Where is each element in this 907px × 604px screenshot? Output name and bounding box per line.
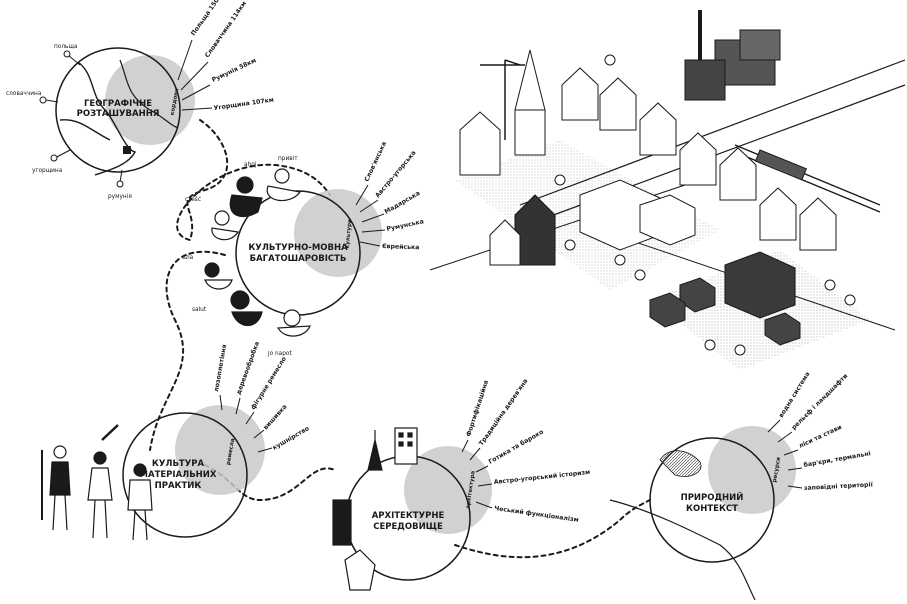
river-line [609, 499, 756, 601]
railway [734, 144, 881, 206]
neighbor-label: польща [54, 44, 78, 50]
greeting-label: ahoj [244, 162, 257, 168]
neighbor-label: словаччина [6, 91, 42, 97]
material-spoke-label: кушнірство [271, 424, 311, 451]
house [759, 187, 797, 241]
small-shed [649, 292, 686, 328]
house [459, 111, 501, 176]
church [514, 49, 546, 111]
material-title-line: КУЛЬТУРА [152, 459, 205, 469]
greeting-label: salut [192, 307, 207, 313]
material-spoke-label: фігурне ремесло [249, 355, 288, 411]
material-spoke-label: вишивка [262, 403, 288, 431]
culture-spoke-label: Єврейська [382, 242, 420, 251]
craftspeople-illustration [41, 424, 153, 541]
tree [734, 344, 746, 356]
train [754, 149, 808, 181]
house [719, 147, 757, 201]
geo-spoke-label: Румунія 58км [210, 56, 257, 84]
dashed-connector [149, 119, 651, 559]
geo-border-line [119, 59, 179, 129]
geo-spoke-label: Угорщина 107км [213, 97, 274, 112]
greeting-label: привіт [278, 156, 298, 162]
tree [844, 294, 856, 306]
greeting-label: szia [182, 255, 194, 261]
architecture-spoke-label: Фортифікаційна [464, 379, 490, 437]
architecture-spoke-label: Готика та бароко [487, 428, 545, 466]
material-title-line: ПРАКТИК [155, 481, 202, 491]
material-spoke-label: деревообробка [234, 340, 261, 395]
geo-badge: кордони [170, 88, 181, 116]
architecture-title-line: СЕРЕДОВИЩЕ [373, 522, 443, 532]
architecture-spoke-label: Чеський функціоналізм [494, 504, 579, 524]
road [519, 59, 906, 206]
culture-spoke-label: Румунська [386, 218, 425, 233]
road [429, 179, 701, 271]
material-accent-circle [175, 405, 265, 495]
city-illustration [429, 10, 906, 370]
geo-group: ГЕОГРАФІЧНЕ РОЗТАШУВАННЯ кордони Польща … [6, 0, 274, 200]
factory-building [684, 59, 726, 101]
nature-title-line: КОНТЕКСТ [686, 504, 738, 514]
geo-main-circle [55, 47, 181, 173]
house [799, 197, 837, 251]
house [489, 219, 521, 266]
nature-spoke-label: бар'єри, термальні [803, 449, 871, 469]
culture-group: КУЛЬТУРНО-МОВНА БАГАТОШАРОВІСТЬ культури… [182, 141, 424, 357]
geo-accent-circle [105, 55, 195, 145]
tree [564, 239, 576, 251]
material-main-circle [122, 412, 248, 538]
nature-title-line: ПРИРОДНИЙ [681, 491, 744, 503]
architecture-badge: архітектура [465, 470, 476, 509]
architecture-spoke-label: Австро-угорський історизм [493, 468, 590, 486]
geo-border-line [59, 61, 137, 176]
terrain-contours [659, 450, 702, 477]
architecture-title-line: АРХІТЕКТУРНЕ [372, 511, 445, 521]
nature-group: ПРИРОДНИЙ КОНТЕКСТ ресурси водна система… [609, 371, 874, 601]
nature-main-circle [649, 437, 775, 563]
factory-building [739, 29, 781, 61]
culture-title-line: КУЛЬТУРНО-МОВНА [248, 243, 348, 253]
block-building [639, 194, 696, 246]
tree [824, 279, 836, 291]
tree [604, 54, 616, 66]
geo-title-line: ГЕОГРАФІЧНЕ [84, 99, 152, 109]
house [639, 102, 677, 156]
people-illustration [204, 168, 311, 337]
tree [614, 254, 626, 266]
geo-title-line: РОЗТАШУВАННЯ [77, 109, 160, 119]
small-shed [764, 312, 801, 346]
city-marker [123, 146, 131, 154]
house [561, 67, 599, 121]
neighbor-label: румунія [108, 194, 132, 200]
material-title-line: МАТЕРІАЛЬНИХ [140, 470, 217, 480]
material-group: КУЛЬТУРА МАТЕРІАЛЬНИХ ПРАКТИК ремесла ло… [41, 340, 311, 541]
culture-spoke-label: Мадярська [384, 190, 422, 216]
greeting-label: jo napot [267, 351, 292, 357]
nature-badge: ресурси [772, 457, 782, 483]
house [599, 77, 637, 131]
material-badge: ремесла [226, 438, 237, 466]
tree [634, 269, 646, 281]
culture-title-line: БАГАТОШАРОВІСТЬ [250, 254, 347, 264]
building-silhouettes [332, 427, 418, 591]
tree [554, 174, 566, 186]
church [514, 109, 546, 156]
tree [704, 339, 716, 351]
neighbor-label: угорщина [32, 168, 63, 174]
material-spoke-label: лозоплетіння [212, 344, 228, 393]
culture-spoke-label: Слов'янська [363, 141, 388, 183]
greeting-labels: привіт ahoj cześć szia salut jo napot [182, 156, 298, 357]
neighbor-labels: польща словаччина угорщина румунія [6, 44, 132, 200]
culture-badge: культури [345, 219, 354, 249]
nature-spoke-label: заповідні території [804, 480, 874, 492]
house [679, 132, 717, 186]
greeting-label: cześć [185, 196, 201, 203]
architecture-group: АРХІТЕКТУРНЕ СЕРЕДОВИЩЕ архітектура Форт… [332, 377, 590, 591]
crane [480, 59, 525, 140]
apartment-block [724, 251, 796, 319]
nature-spoke-label: ліси та стави [797, 423, 842, 450]
